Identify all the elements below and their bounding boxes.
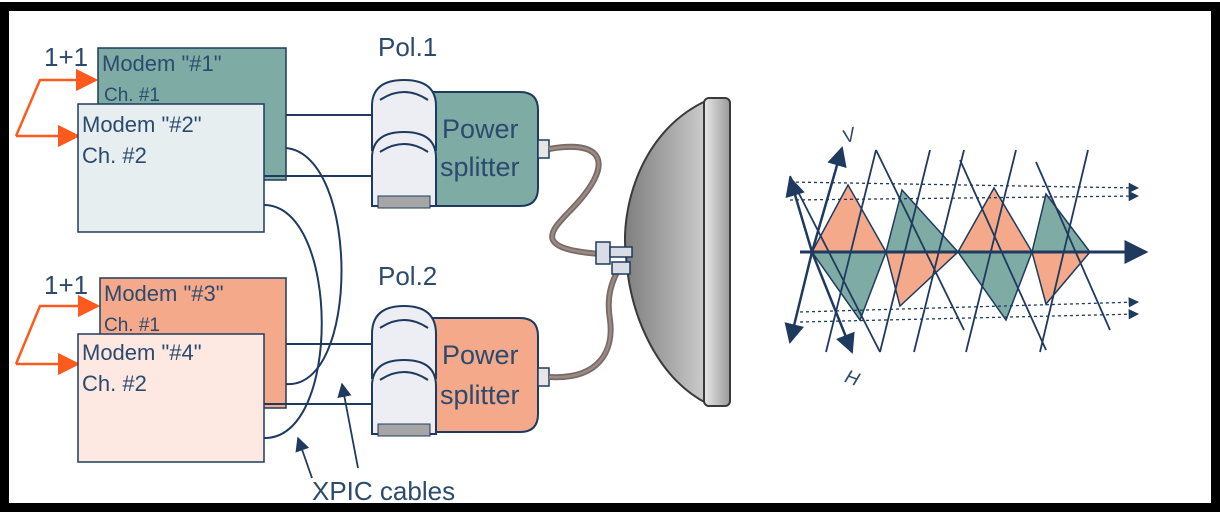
- modem-box-2: [77, 103, 265, 233]
- xpic-cable-a: [285, 147, 343, 386]
- dual-polarized-wave: V H: [784, 123, 1149, 391]
- splitter-label-2a: Power: [442, 340, 519, 370]
- modem-group-2: 1+1 Modem "#3" Ch. #1 Modem "#4" Ch. #2 …: [14, 261, 550, 463]
- modem-channel-3: Ch. #1: [104, 315, 160, 336]
- splitter-body-1: [409, 91, 539, 207]
- polarization-label-2: Pol.2: [378, 261, 437, 291]
- vertical-field-axis: [810, 146, 847, 253]
- xpic-cables-label: XPIC cables: [312, 476, 455, 506]
- antenna-feed: [595, 241, 611, 265]
- horizontal-field-axis: [785, 176, 814, 253]
- antenna-rim: [703, 97, 731, 407]
- splitter-1: Power splitter: [371, 78, 550, 209]
- modem-name-1: Modem "#1": [102, 51, 222, 76]
- xpic-cables: [263, 147, 343, 440]
- redundancy-label-2: 1+1: [44, 270, 88, 300]
- waveguide-2-inner: [548, 269, 620, 379]
- modem-channel-1: Ch. #1: [104, 85, 160, 106]
- splitter-port-1: [537, 139, 550, 159]
- xpic-cable-b: [263, 204, 323, 440]
- radio-unit-1b: [371, 130, 437, 207]
- splitter-body-2: [409, 317, 539, 433]
- radio-unit-2b: [371, 358, 437, 435]
- modem-group-1: 1+1 Modem "#1" Ch. #1 Modem "#2" Ch. #2 …: [14, 32, 550, 233]
- xpic-pointer-a: [337, 382, 359, 469]
- xpic-pointer-b: [295, 436, 313, 479]
- parabolic-antenna: [595, 97, 731, 407]
- redundancy-arrow-1a: [14, 68, 99, 137]
- modem-name-4: Modem "#4": [82, 340, 202, 365]
- modem-channel-2: Ch. #2: [82, 143, 147, 168]
- splitter-label-2b: splitter: [440, 380, 520, 410]
- splitter-label-1b: splitter: [440, 152, 520, 182]
- radio-unit-1a: [371, 78, 437, 151]
- redundancy-arrow-2a: [14, 294, 101, 365]
- waveguide-1-inner: [548, 145, 601, 256]
- redundancy-label-1: 1+1: [44, 42, 88, 72]
- modem-name-3: Modem "#3": [104, 281, 224, 306]
- modem-box-4: [77, 333, 265, 463]
- modem-channel-4: Ch. #2: [82, 371, 147, 396]
- modem-name-2: Modem "#2": [82, 112, 202, 137]
- splitter-2: Power splitter: [371, 304, 550, 437]
- splitter-port-2: [537, 367, 550, 387]
- splitter-label-1a: Power: [442, 114, 519, 144]
- polarization-label-1: Pol.1: [378, 32, 437, 62]
